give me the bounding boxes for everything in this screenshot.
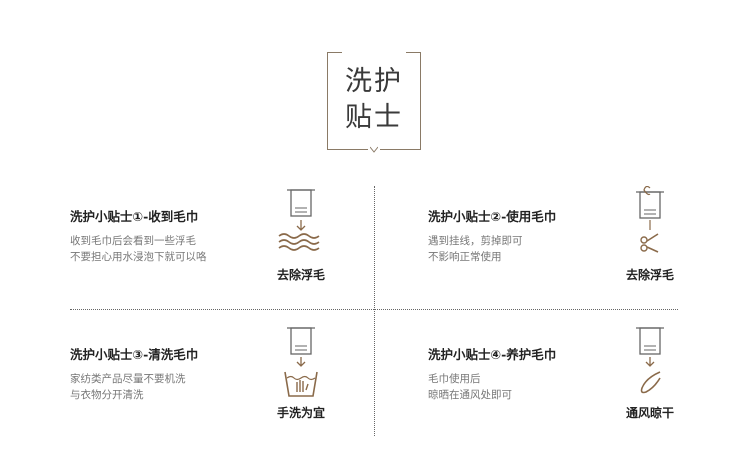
tip-icon-group: 去除浮毛 [273, 186, 329, 296]
vertical-divider [374, 186, 375, 436]
tip-icon-group: 手洗为宜 [273, 324, 329, 434]
towel-wave-icon [278, 189, 320, 251]
title-frame: 洗护 贴士 [327, 52, 421, 153]
tip-icon-label: 去除浮毛 [276, 268, 325, 282]
chevron-down-icon [370, 146, 378, 153]
tip-description: 收到毛巾后会看到一些浮毛 不要担心用水浸泡下就可以咯 [70, 235, 207, 263]
tip-icon-label: 通风晾干 [625, 406, 674, 420]
tip-title: 洗护小贴士④-养护毛巾 [428, 347, 557, 362]
tip-icon-group: 通风晾干 [622, 324, 678, 434]
tip-icon-group: 去除浮毛 [622, 186, 678, 296]
tip-title: 洗护小贴士②-使用毛巾 [428, 209, 557, 224]
tip-card-2: 洗护小贴士②-使用毛巾 遇到挂线，剪掉即可 不影响正常使用 去除浮毛 [428, 186, 728, 296]
page-title: 洗护 贴士 [345, 66, 403, 133]
tip-description: 遇到挂线，剪掉即可 不影响正常使用 [428, 235, 523, 263]
tip-icon-label: 手洗为宜 [276, 406, 325, 420]
towel-scissors-icon [636, 186, 664, 253]
air-dry-icon [636, 327, 664, 394]
tip-icon-label: 去除浮毛 [625, 268, 674, 282]
hand-wash-icon [284, 327, 318, 397]
tip-description: 家纺类产品尽量不要机洗 与衣物分开清洗 [70, 373, 186, 401]
tip-card-4: 洗护小贴士④-养护毛巾 毛巾使用后 晾晒在通风处即可 通风晾干 [428, 324, 728, 434]
tip-description: 毛巾使用后 晾晒在通风处即可 [428, 373, 512, 401]
tip-card-3: 洗护小贴士③-清洗毛巾 家纺类产品尽量不要机洗 与衣物分开清洗 手洗为宜 [70, 324, 370, 434]
horizontal-divider [70, 309, 678, 310]
tip-title: 洗护小贴士①-收到毛巾 [70, 209, 199, 224]
tip-card-1: 洗护小贴士①-收到毛巾 收到毛巾后会看到一些浮毛 不要担心用水浸泡下就可以咯 去… [70, 186, 370, 296]
tip-title: 洗护小贴士③-清洗毛巾 [70, 347, 199, 362]
